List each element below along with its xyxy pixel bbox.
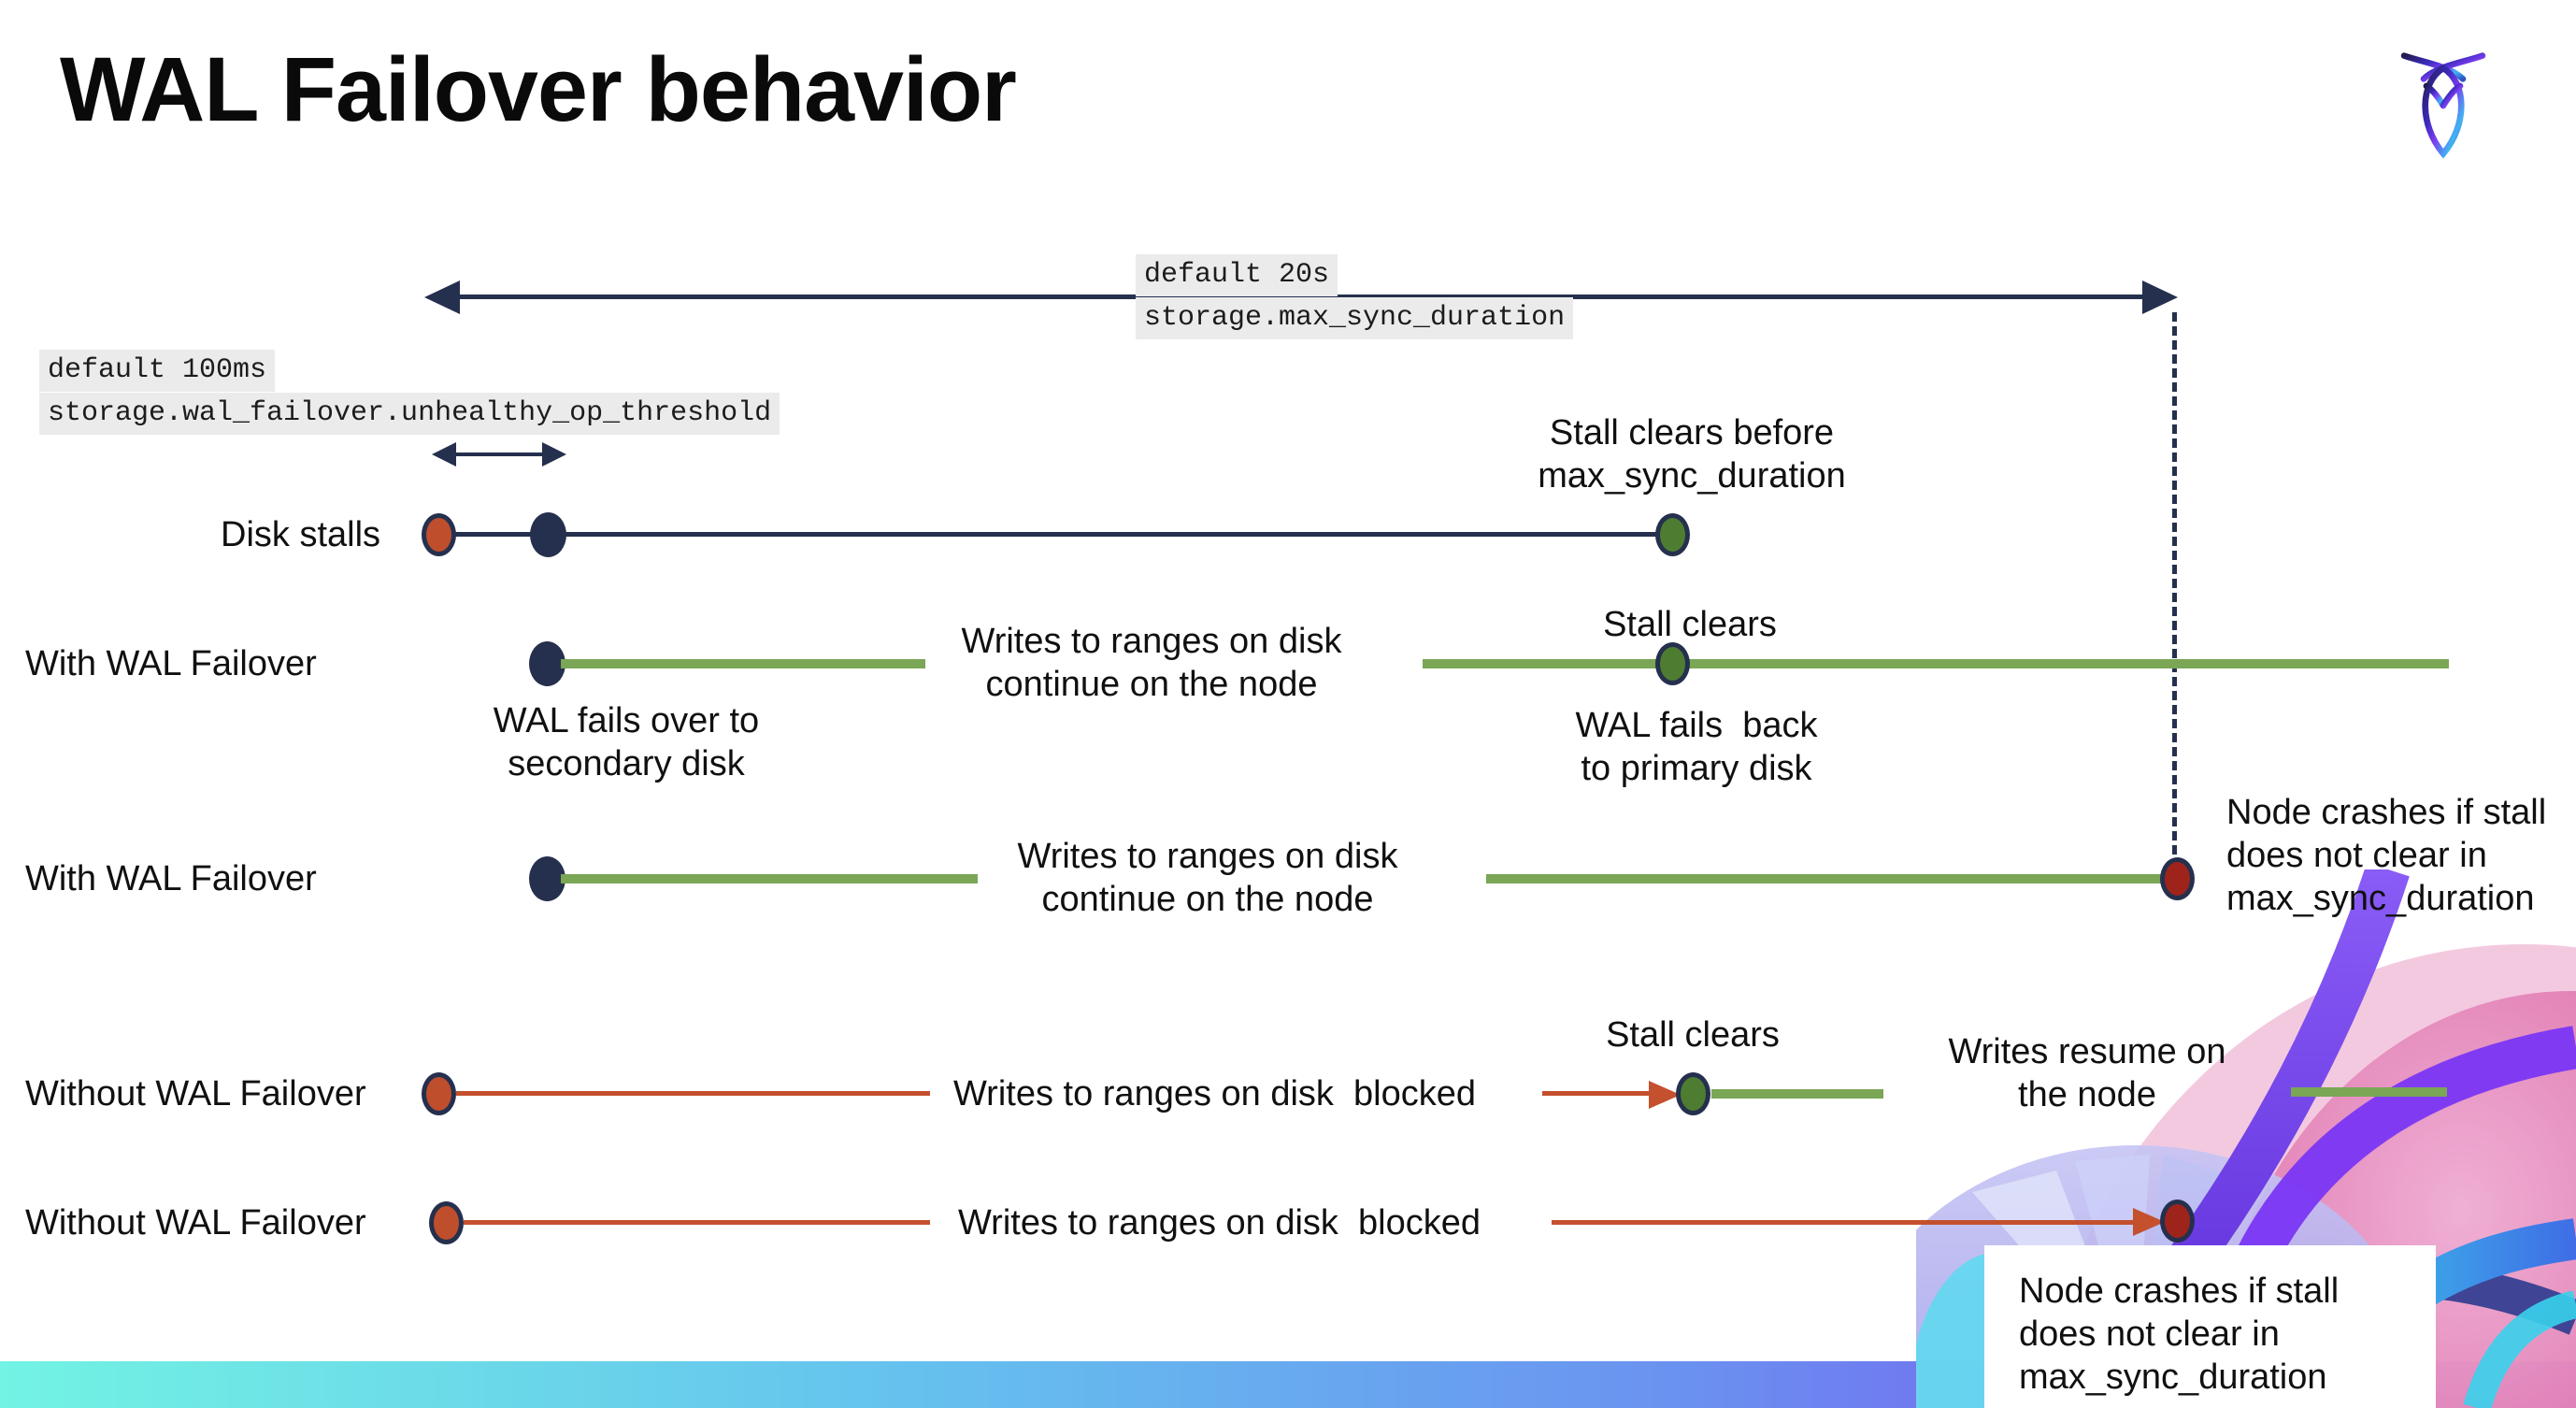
writes-continue-line <box>561 659 925 668</box>
failover-dot <box>529 856 565 901</box>
unhealthy-threshold-arrow-line <box>452 453 544 456</box>
threshold-dot <box>530 512 566 557</box>
note-line: to primary disk <box>1581 749 1812 788</box>
note-line: Node crashes if stall <box>2226 793 2547 832</box>
disk-stalls-timeline <box>438 532 1673 537</box>
note-line: WAL fails back <box>1575 706 1818 745</box>
note-line: Writes resume on <box>1948 1032 2226 1071</box>
note-line: Writes to ranges on disk <box>1017 837 1398 876</box>
stall-start-dot <box>422 513 456 556</box>
writes-resume-line <box>1711 1089 1883 1099</box>
note-line: Writes to ranges on disk <box>961 622 1342 661</box>
node-crash-callout <box>1984 1245 2436 1408</box>
note-line: Stall clears before <box>1549 413 1835 453</box>
note-line: secondary disk <box>508 744 745 783</box>
row-with-wal-2-label: With WAL Failover <box>25 859 317 898</box>
unhealthy-op-default-label: default 100ms <box>39 350 276 392</box>
row-with-wal-1-label: With WAL Failover <box>25 644 317 683</box>
writes-continue-line <box>1423 659 2449 668</box>
max-sync-default-label: default 20s <box>1136 254 1338 296</box>
note-line: max_sync_duration <box>2226 879 2535 918</box>
stall-clears-before-note: Stall clears before max_sync_duration <box>1505 411 1879 497</box>
note-line: max_sync_duration <box>1538 456 1846 496</box>
note-line: max_sync_duration <box>2019 1358 2327 1397</box>
cockroachdb-logo-icon <box>2400 52 2486 159</box>
writes-blocked-line <box>1552 1220 2135 1225</box>
note-line: WAL fails over to <box>493 701 760 740</box>
row-without-wal-1-label: Without WAL Failover <box>25 1074 366 1113</box>
writes-continue-line <box>561 874 978 884</box>
note-line: Node crashes if stall <box>2019 1272 2340 1311</box>
stall-clear-dot <box>1676 1072 1710 1115</box>
max-sync-duration-arrow-line <box>441 295 2165 299</box>
note-line: continue on the node <box>985 665 1318 704</box>
stall-start-dot <box>429 1201 464 1244</box>
stall-clears-note: Stall clears <box>1603 605 1777 644</box>
arrow-left-icon <box>424 280 460 314</box>
max-sync-setting-label: storage.max_sync_duration <box>1136 297 1574 339</box>
note-line: does not clear in <box>2226 836 2487 875</box>
note-line: continue on the node <box>1041 880 1374 919</box>
max-sync-deadline-dashed-line <box>2172 312 2177 855</box>
row-without-wal-2-label: Without WAL Failover <box>25 1203 366 1243</box>
arrow-right-icon <box>2142 280 2178 314</box>
node-crash-dot <box>2160 857 2195 900</box>
stall-clear-dot <box>1655 642 1690 685</box>
red-arrow-icon <box>2133 1208 2165 1236</box>
node-crash-note: Node crashes if stall does not clear in … <box>2226 791 2546 920</box>
failover-note: WAL fails over to secondary disk <box>486 699 766 785</box>
node-crash-dot <box>2160 1200 2195 1243</box>
node-crash-note: Node crashes if stall does not clear in … <box>2019 1270 2339 1399</box>
writes-blocked-line <box>464 1220 930 1225</box>
note-line: the node <box>2018 1075 2156 1114</box>
writes-blocked-line <box>1542 1091 1651 1096</box>
failback-note: WAL fails back to primary disk <box>1533 704 1860 790</box>
small-arrow-left-icon <box>432 442 456 467</box>
writes-continue-note: Writes to ranges on disk continue on the… <box>941 620 1362 706</box>
row-disk-stalls-label: Disk stalls <box>221 515 381 554</box>
small-arrow-right-icon <box>542 442 566 467</box>
writes-continue-line <box>1486 874 2167 884</box>
writes-blocked-line <box>456 1091 930 1096</box>
unhealthy-op-setting-label: storage.wal_failover.unhealthy_op_thresh… <box>39 393 780 435</box>
writes-resume-line <box>2291 1087 2447 1097</box>
stall-clears-note: Stall clears <box>1606 1015 1780 1055</box>
red-arrow-icon <box>1649 1081 1681 1109</box>
writes-blocked-note: Writes to ranges on disk blocked <box>953 1074 1477 1113</box>
page-title: WAL Failover behavior <box>60 38 1017 140</box>
writes-continue-note: Writes to ranges on disk continue on the… <box>997 835 1418 921</box>
stall-start-dot <box>422 1072 456 1115</box>
stall-clear-dot <box>1655 513 1690 556</box>
writes-blocked-note: Writes to ranges on disk blocked <box>958 1203 1481 1243</box>
note-line: does not clear in <box>2019 1315 2280 1354</box>
writes-resume-note: Writes resume on the node <box>1924 1030 2251 1116</box>
